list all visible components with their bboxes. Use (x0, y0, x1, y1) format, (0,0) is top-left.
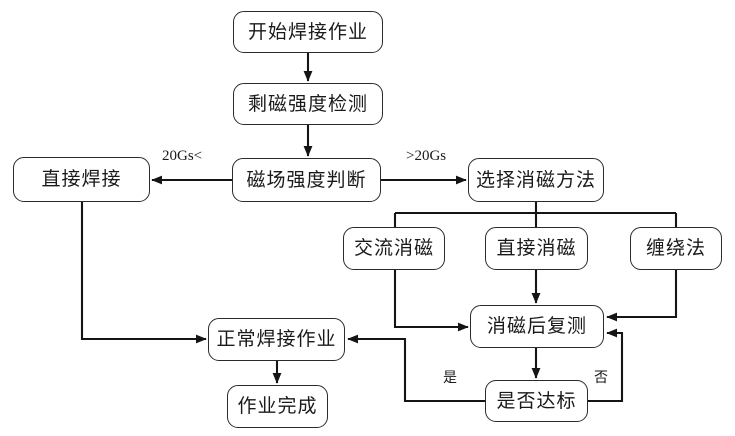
edge-acdemag-recheck (393, 270, 469, 332)
node-direct-welding[interactable]: 直接焊接 (13, 157, 150, 202)
edge-choose-bus (393, 202, 678, 227)
node-normal-welding-operation[interactable]: 正常焊接作业 (208, 318, 345, 361)
node-start[interactable]: 开始焊接作业 (233, 11, 383, 53)
edge-directweld-normalweld (80, 202, 207, 344)
edge-qualified-recheck (588, 328, 624, 403)
edge-qualified-normalweld (347, 334, 485, 403)
node-is-qualified[interactable]: 是否达标 (485, 380, 588, 422)
node-field-strength-judgement[interactable]: 磁场强度判断 (232, 158, 381, 202)
node-dc-demagnetization[interactable]: 直接消磁 (485, 227, 588, 270)
node-operation-complete[interactable]: 作业完成 (227, 385, 328, 428)
node-recheck-after-demagnetization[interactable]: 消磁后复测 (470, 305, 604, 348)
edge-label-less-than-20gs: 20Gs< (162, 148, 203, 164)
edge-label-no: 否 (594, 369, 608, 385)
edge-windmethod-recheck (606, 270, 678, 322)
node-ac-demagnetization[interactable]: 交流消磁 (343, 227, 445, 270)
node-choose-demagnetization-method[interactable]: 选择消磁方法 (468, 158, 604, 202)
node-residual-magnetism-measure[interactable]: 剩磁强度检测 (233, 83, 383, 125)
edge-label-greater-than-20gs: >20Gs (406, 148, 447, 164)
edge-label-yes: 是 (443, 369, 457, 385)
node-winding-method[interactable]: 缠绕法 (630, 227, 722, 270)
